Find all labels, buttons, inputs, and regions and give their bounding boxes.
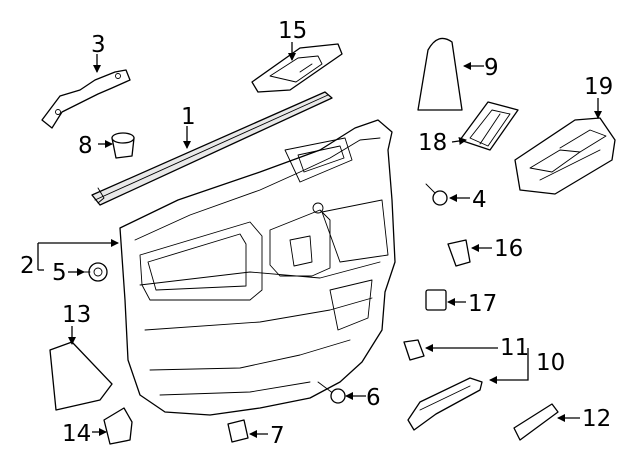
window-switch [459, 101, 519, 151]
callout-4: 4 [472, 187, 487, 213]
callout-11: 11 [500, 335, 529, 361]
callout-9: 9 [484, 55, 499, 81]
screw-6 [317, 381, 346, 404]
callout-12: 12 [582, 406, 611, 432]
callout-2: 2 [20, 253, 35, 279]
small-cap [227, 419, 249, 443]
clip [447, 239, 471, 267]
callout-18: 18 [418, 130, 447, 156]
callout-3: 3 [91, 32, 106, 58]
bracket [41, 69, 131, 129]
cover-plate [513, 403, 559, 441]
push-pin [83, 262, 108, 282]
callout-labels: 1 2 3 4 5 6 7 8 9 10 11 12 13 14 15 16 1… [20, 18, 613, 449]
callout-15: 15 [278, 18, 307, 44]
callout-8: 8 [78, 133, 93, 159]
mirror-trim-cover [417, 37, 463, 111]
door-trim-panel [119, 119, 396, 416]
callout-16: 16 [494, 236, 523, 262]
leader-lines [37, 42, 602, 438]
cap [425, 289, 447, 311]
callout-6: 6 [366, 385, 381, 411]
callout-13: 13 [62, 302, 91, 328]
beltline-weatherstrip [91, 91, 333, 206]
callout-5: 5 [52, 260, 67, 286]
callout-14: 14 [62, 421, 91, 447]
callout-1: 1 [181, 104, 196, 130]
pull-handle [407, 377, 483, 431]
callout-19: 19 [584, 74, 613, 100]
callout-10: 10 [536, 350, 565, 376]
callout-17: 17 [468, 291, 497, 317]
window-switch-bezel [251, 43, 343, 93]
handle-clip [403, 339, 425, 361]
screw [425, 183, 448, 206]
lower-bracket [103, 407, 133, 445]
lower-trim-piece [49, 341, 113, 411]
master-switch [514, 117, 616, 195]
callout-7: 7 [270, 423, 285, 449]
grommet [111, 132, 135, 159]
